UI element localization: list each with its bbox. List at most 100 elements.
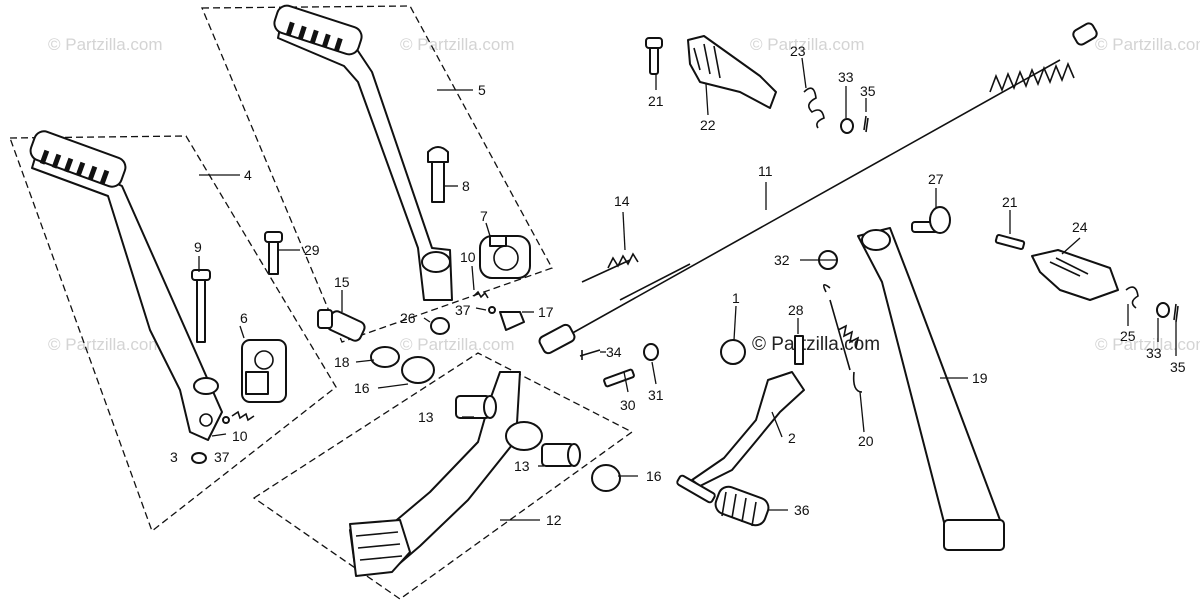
callout-22: 22 — [700, 117, 716, 133]
callout-8: 8 — [462, 178, 470, 194]
bolt-30 — [603, 368, 635, 388]
callout-13-upper: 13 — [418, 409, 434, 425]
seal-16-lower — [591, 464, 621, 492]
callout-17: 17 — [538, 304, 554, 320]
callout-26: 26 — [400, 310, 416, 326]
bolt-27 — [911, 206, 951, 234]
collar-1 — [720, 339, 746, 365]
washer-33-right — [1156, 302, 1170, 318]
callout-16-upper: 16 — [354, 380, 370, 396]
callout-21-left: 21 — [648, 93, 664, 109]
callout-27: 27 — [928, 171, 944, 187]
kick-pedal-arm-4 — [29, 130, 223, 441]
kick-boss-7 — [479, 235, 531, 279]
pin-21-left — [645, 37, 663, 75]
collar-13-upper — [455, 395, 497, 419]
group-frame-kick-pedal-5 — [201, 5, 553, 343]
callout-9: 9 — [194, 239, 202, 255]
kick-pedal-arm-5 — [273, 4, 453, 301]
callout-4: 4 — [244, 167, 252, 183]
callout-37-left: 37 — [214, 449, 230, 465]
collar-13-lower — [541, 443, 581, 467]
watermark-text: © Partzilla.com — [400, 35, 515, 54]
spring-14 — [581, 252, 639, 283]
spring-23 — [803, 87, 825, 129]
callout-18: 18 — [334, 354, 350, 370]
gear-pedal-arm-2 — [676, 371, 805, 504]
pedal-rubber-36 — [714, 485, 770, 527]
watermark-text: © Partzilla.com — [48, 35, 163, 54]
callout-28: 28 — [788, 302, 804, 318]
callout-36: 36 — [794, 502, 810, 518]
callout-25: 25 — [1120, 328, 1136, 344]
callout-10-right: 10 — [460, 249, 476, 265]
spring-20 — [822, 284, 863, 393]
leader-lines — [198, 57, 1177, 521]
watermark-text: © Partzilla.com — [750, 35, 865, 54]
nut-3 — [191, 452, 207, 464]
watermark-text: © Partzilla.com — [400, 335, 515, 354]
watermark-text: © Partzilla.com — [1095, 335, 1200, 354]
callout-33-right: 33 — [1146, 345, 1162, 361]
callout-7: 7 — [480, 208, 488, 224]
callout-31: 31 — [648, 387, 664, 403]
group-frame-brake-pedal — [252, 352, 634, 600]
callout-37-right: 37 — [455, 302, 471, 318]
nut-26 — [430, 317, 450, 335]
spring-25 — [1125, 286, 1139, 309]
cotter-pin-35-right — [1173, 303, 1179, 323]
brake-cable-11 — [538, 22, 1098, 355]
cotter-pin-35-left — [863, 115, 869, 133]
callout-35-right: 35 — [1170, 359, 1186, 375]
callout-1: 1 — [732, 290, 740, 306]
callout-16-lower: 16 — [646, 468, 662, 484]
callout-2: 2 — [788, 430, 796, 446]
group-frame-kick-pedal-4 — [9, 135, 337, 533]
kick-pivot-bolt-9 — [191, 269, 211, 343]
kick-pivot-bolt-8 — [427, 146, 449, 203]
watermark-text: © Partzilla.com — [1095, 35, 1200, 54]
brake-pedal-arm-12 — [349, 371, 543, 577]
callout-30: 30 — [620, 397, 636, 413]
nut-31 — [643, 343, 659, 361]
callout-20: 20 — [858, 433, 874, 449]
callout-3: 3 — [170, 449, 178, 465]
bolt-28 — [794, 335, 804, 365]
callout-32: 32 — [774, 252, 790, 268]
washer-18 — [370, 346, 400, 368]
callout-23: 23 — [790, 43, 806, 59]
callout-35-left: 35 — [860, 83, 876, 99]
watermark-text: © Partzilla.com — [48, 335, 163, 354]
pin-21-right — [994, 233, 1026, 251]
callout-34: 34 — [606, 344, 622, 360]
callout-11: 11 — [758, 163, 773, 179]
kick-boss-6 — [241, 339, 287, 403]
watermark-overlay-text: © Partzilla.com — [752, 334, 880, 355]
callout-10-left: 10 — [232, 428, 248, 444]
callout-33-left: 33 — [838, 69, 854, 85]
callout-29: 29 — [304, 242, 320, 258]
washer-33-left — [840, 118, 854, 134]
ball-37-left — [222, 416, 230, 424]
callout-24: 24 — [1072, 219, 1088, 235]
callout-12: 12 — [546, 512, 562, 528]
callout-21-right: 21 — [1002, 194, 1018, 210]
seal-16-upper — [401, 356, 435, 384]
callout-13-lower: 13 — [514, 458, 530, 474]
cable-spring — [989, 61, 1075, 93]
pivot-shaft-15 — [317, 309, 366, 342]
callout-14: 14 — [614, 193, 630, 209]
callout-6: 6 — [240, 310, 248, 326]
callout-5: 5 — [478, 82, 486, 98]
side-stand-19 — [857, 227, 1005, 551]
footpeg-22 — [687, 35, 777, 109]
bolt-34 — [579, 349, 601, 360]
clip-17 — [499, 311, 525, 331]
ball-37-right — [488, 306, 496, 314]
spring-10-left — [231, 410, 255, 422]
spring-10-right — [473, 290, 489, 299]
callout-labels: 4 5 6 7 8 9 10 10 29 15 18 16 26 37 37 3… — [170, 43, 1186, 528]
bolt-29 — [264, 231, 283, 275]
callout-15: 15 — [334, 274, 350, 290]
